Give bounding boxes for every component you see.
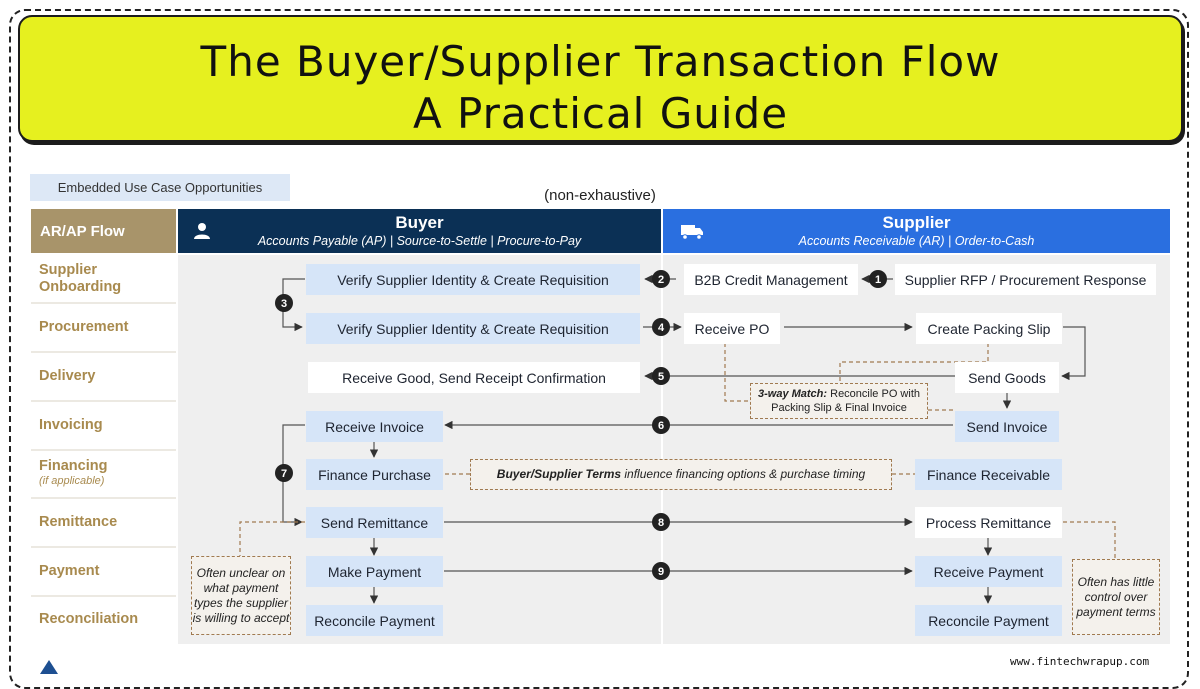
stage-procurement: Procurement bbox=[39, 319, 129, 335]
stage-divider bbox=[31, 302, 176, 304]
step-number-4: 4 bbox=[658, 322, 665, 334]
step-number-3: 3 bbox=[281, 298, 287, 310]
step-markers bbox=[275, 270, 887, 580]
logo-icon bbox=[40, 660, 58, 674]
flow-column-header: AR/AP Flow bbox=[31, 209, 176, 253]
stage-divider bbox=[31, 400, 176, 402]
step-number-1: 1 bbox=[875, 274, 881, 286]
step-circle bbox=[652, 416, 670, 434]
buyer-unclear-note: Often unclear on what payment types the … bbox=[191, 556, 291, 635]
b2b-credit-box: B2B Credit Management bbox=[684, 264, 858, 295]
dashed-buyer-note bbox=[239, 521, 305, 556]
embedded-use-case-tag: Embedded Use Case Opportunities bbox=[30, 174, 290, 201]
three-way-match-note: 3-way Match: Reconcile PO with Packing S… bbox=[750, 383, 928, 419]
send-invoice-box: Send Invoice bbox=[955, 411, 1059, 442]
flow-connectors: 1 2 3 4 5 6 7 8 9 bbox=[239, 270, 1116, 604]
reconcile-payment-supplier-box: Reconcile Payment bbox=[915, 605, 1062, 636]
finance-purchase-box: Finance Purchase bbox=[306, 459, 443, 490]
supplier-rfp-box: Supplier RFP / Procurement Response bbox=[895, 264, 1156, 295]
send-remittance-box: Send Remittance bbox=[306, 507, 443, 538]
step-circle bbox=[652, 318, 670, 336]
receive-payment-box: Receive Payment bbox=[915, 556, 1062, 587]
stage-payment: Payment bbox=[39, 563, 100, 579]
terms-note: Buyer/Supplier Terms influence financing… bbox=[470, 459, 892, 490]
step-number-7: 7 bbox=[281, 468, 287, 480]
person-icon bbox=[194, 223, 210, 239]
stage-divider bbox=[31, 351, 176, 353]
stage-reconciliation: Reconciliation bbox=[39, 611, 139, 627]
page-subtitle: A Practical Guide bbox=[412, 89, 789, 138]
buyer-subtitle: Accounts Payable (AP) | Source-to-Settle… bbox=[257, 234, 582, 248]
step-circle bbox=[275, 294, 293, 312]
stage-divider bbox=[31, 595, 176, 597]
supplier-title: Supplier bbox=[882, 213, 951, 232]
stage-financing: Financing(if applicable) bbox=[39, 458, 108, 487]
finance-receivable-box: Finance Receivable bbox=[915, 459, 1062, 490]
send-goods-box: Send Goods bbox=[955, 362, 1059, 393]
verify-supplier-box-1: Verify Supplier Identity & Create Requis… bbox=[306, 264, 640, 295]
non-exhaustive-note: (non-exhaustive) bbox=[544, 187, 656, 204]
stage-divider bbox=[31, 497, 176, 499]
arrow-packing-goods bbox=[1061, 326, 1086, 381]
truck-icon bbox=[681, 225, 703, 240]
reconcile-payment-buyer-box: Reconcile Payment bbox=[306, 605, 443, 636]
step-circle bbox=[869, 270, 887, 288]
step-circle bbox=[652, 513, 670, 531]
step-circle bbox=[652, 270, 670, 288]
receive-invoice-box: Receive Invoice bbox=[306, 411, 443, 442]
step-number-5: 5 bbox=[658, 371, 664, 383]
create-packing-slip-box: Create Packing Slip bbox=[916, 313, 1062, 344]
title-banner: The Buyer/Supplier Transaction Flow A Pr… bbox=[18, 15, 1183, 142]
receive-po-box: Receive PO bbox=[684, 313, 780, 344]
dashed-packing-match bbox=[839, 343, 989, 383]
step-circle bbox=[275, 464, 293, 482]
step-number-8: 8 bbox=[658, 517, 664, 529]
footer-url: www.fintechwrapup.com bbox=[1010, 655, 1150, 668]
make-payment-box: Make Payment bbox=[306, 556, 443, 587]
supplier-column-header: Supplier Accounts Receivable (AR) | Orde… bbox=[663, 209, 1170, 253]
page-title: The Buyer/Supplier Transaction Flow bbox=[200, 37, 1001, 86]
stage-delivery: Delivery bbox=[39, 368, 96, 384]
dashed-supplier-note bbox=[1063, 521, 1116, 559]
supplier-subtitle: Accounts Receivable (AR) | Order-to-Cash bbox=[798, 234, 1035, 248]
dashed-po-match bbox=[724, 343, 750, 402]
buyer-title: Buyer bbox=[395, 213, 444, 232]
step-number-2: 2 bbox=[658, 274, 664, 286]
buyer-column-header: Buyer Accounts Payable (AP) | Source-to-… bbox=[178, 209, 661, 253]
stage-divider bbox=[31, 449, 176, 451]
step-number-9: 9 bbox=[658, 566, 664, 578]
receive-good-box: Receive Good, Send Receipt Confirmation bbox=[308, 362, 640, 393]
stage-divider bbox=[31, 546, 176, 548]
step-circle bbox=[652, 562, 670, 580]
step-circle bbox=[652, 367, 670, 385]
verify-supplier-box-2: Verify Supplier Identity & Create Requis… bbox=[306, 313, 640, 344]
stage-remittance: Remittance bbox=[39, 514, 118, 530]
stage-supplier-onboarding: Supplier Onboarding bbox=[39, 262, 122, 295]
stage-invoicing: Invoicing bbox=[39, 417, 103, 433]
step-number-6: 6 bbox=[658, 420, 664, 432]
supplier-control-note: Often has little control over payment te… bbox=[1072, 559, 1160, 635]
process-remittance-box: Process Remittance bbox=[915, 507, 1062, 538]
